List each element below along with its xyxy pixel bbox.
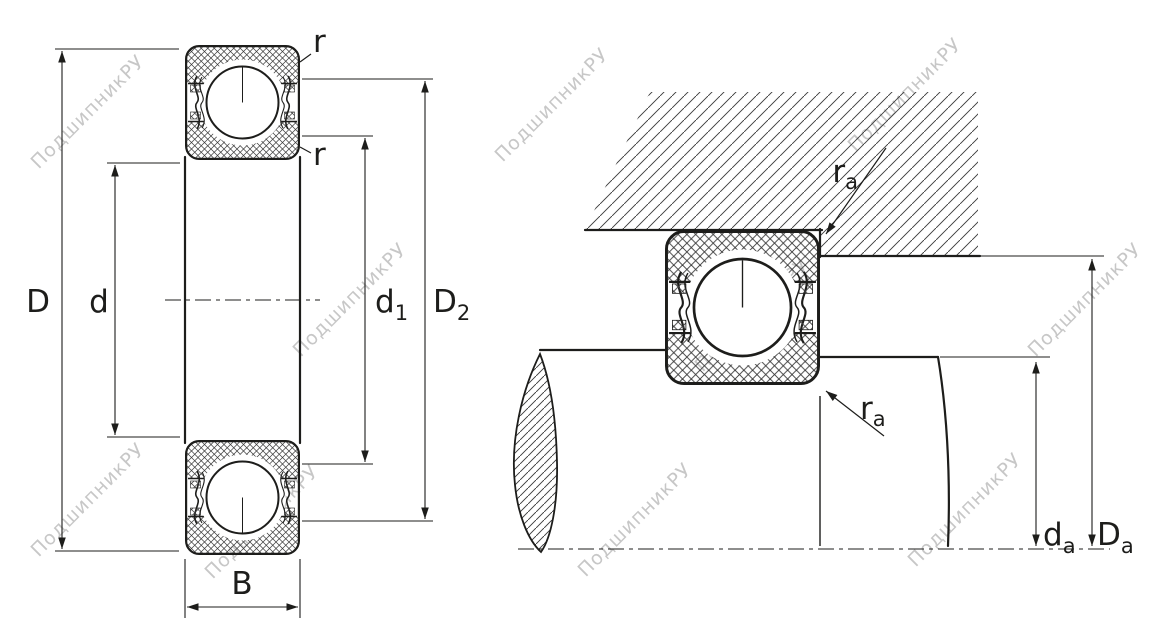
- dimension-lines-front: [58, 51, 429, 611]
- watermark-text: ПодшипникРУ: [904, 449, 1027, 572]
- shaft-shoulder-section: [512, 351, 558, 554]
- leader-ra-lower: [825, 390, 885, 437]
- watermark-text: ПодшипникРУ: [1024, 239, 1147, 362]
- watermark-text: ПодшипникРУ: [27, 439, 150, 562]
- shaft-section: [512, 348, 950, 554]
- shaft-end-curve: [936, 355, 950, 548]
- dim-label-r-mid: r: [313, 137, 326, 173]
- dim-label-ra-upper: ra: [832, 154, 858, 194]
- dim-label-B: B: [231, 566, 252, 602]
- dim-label-d1: d1: [375, 284, 408, 325]
- leader-r-mid: [299, 146, 312, 154]
- mounted-view: ra ra da Da: [512, 92, 1134, 558]
- dimension-lines-mounted: [825, 147, 1096, 546]
- extension-lines-mounted: [940, 255, 1104, 358]
- dim-label-r-top: r: [313, 24, 326, 60]
- leader-r-top: [299, 53, 312, 63]
- dim-label-D2: D2: [433, 284, 470, 325]
- dim-label-d: d: [89, 284, 109, 320]
- bearing-cross-section-top: [186, 46, 299, 159]
- dim-label-Da: Da: [1097, 517, 1134, 558]
- watermark-text: ПодшипникРУ: [491, 44, 614, 167]
- bearing-cross-section-mounted: [666, 231, 818, 383]
- watermark-text: ПодшипникРУ: [27, 51, 150, 174]
- bearing-cross-section-bottom: [186, 441, 299, 554]
- front-view: D d d1 D2 B r r: [26, 24, 470, 618]
- dim-label-ra-lower: ra: [860, 391, 886, 431]
- dim-label-D: D: [26, 284, 50, 320]
- extension-lines-front: [55, 48, 433, 618]
- watermark-text: ПодшипникРУ: [574, 459, 697, 582]
- leader-ra-upper: [825, 147, 887, 235]
- dim-label-da: da: [1043, 517, 1076, 558]
